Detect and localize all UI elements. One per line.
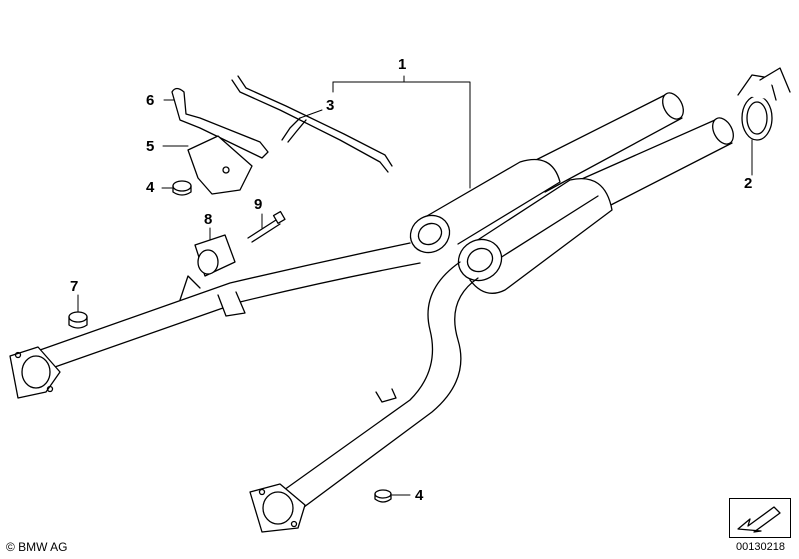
pipe-clamp (738, 68, 790, 140)
grommet-upper (173, 181, 191, 195)
callout-7: 7 (70, 278, 79, 295)
tail-pipe-upper (520, 89, 688, 192)
mount-bracket (188, 136, 252, 194)
callout-9: 9 (254, 196, 263, 213)
callout-1: 1 (398, 56, 407, 73)
bracket-upper (172, 89, 268, 159)
leader-lines (78, 76, 752, 495)
document-number: 00130218 (736, 541, 785, 553)
hanger-strap (232, 76, 392, 172)
callout-3: 3 (326, 97, 335, 114)
callout-4-upper: 4 (146, 179, 155, 196)
front-pipe-right (250, 262, 478, 532)
grommet-lower (375, 490, 391, 502)
copyright-text: © BMW AG (6, 540, 68, 554)
bolt (248, 212, 285, 242)
pipe-bracket-left (180, 276, 245, 316)
muffler-upper (404, 160, 560, 260)
callout-4-lower: 4 (415, 487, 424, 504)
callout-5: 5 (146, 138, 155, 155)
callout-8: 8 (204, 211, 213, 228)
arrow-diagonal-icon (730, 499, 790, 537)
muffler-lower (451, 179, 612, 294)
navigation-box[interactable] (729, 498, 791, 538)
tail-pipe-lower (575, 114, 738, 208)
grommet-front (69, 312, 87, 328)
callout-2: 2 (744, 175, 753, 192)
rubber-mount (195, 235, 235, 276)
callout-6: 6 (146, 92, 155, 109)
front-pipe-left (10, 243, 420, 398)
